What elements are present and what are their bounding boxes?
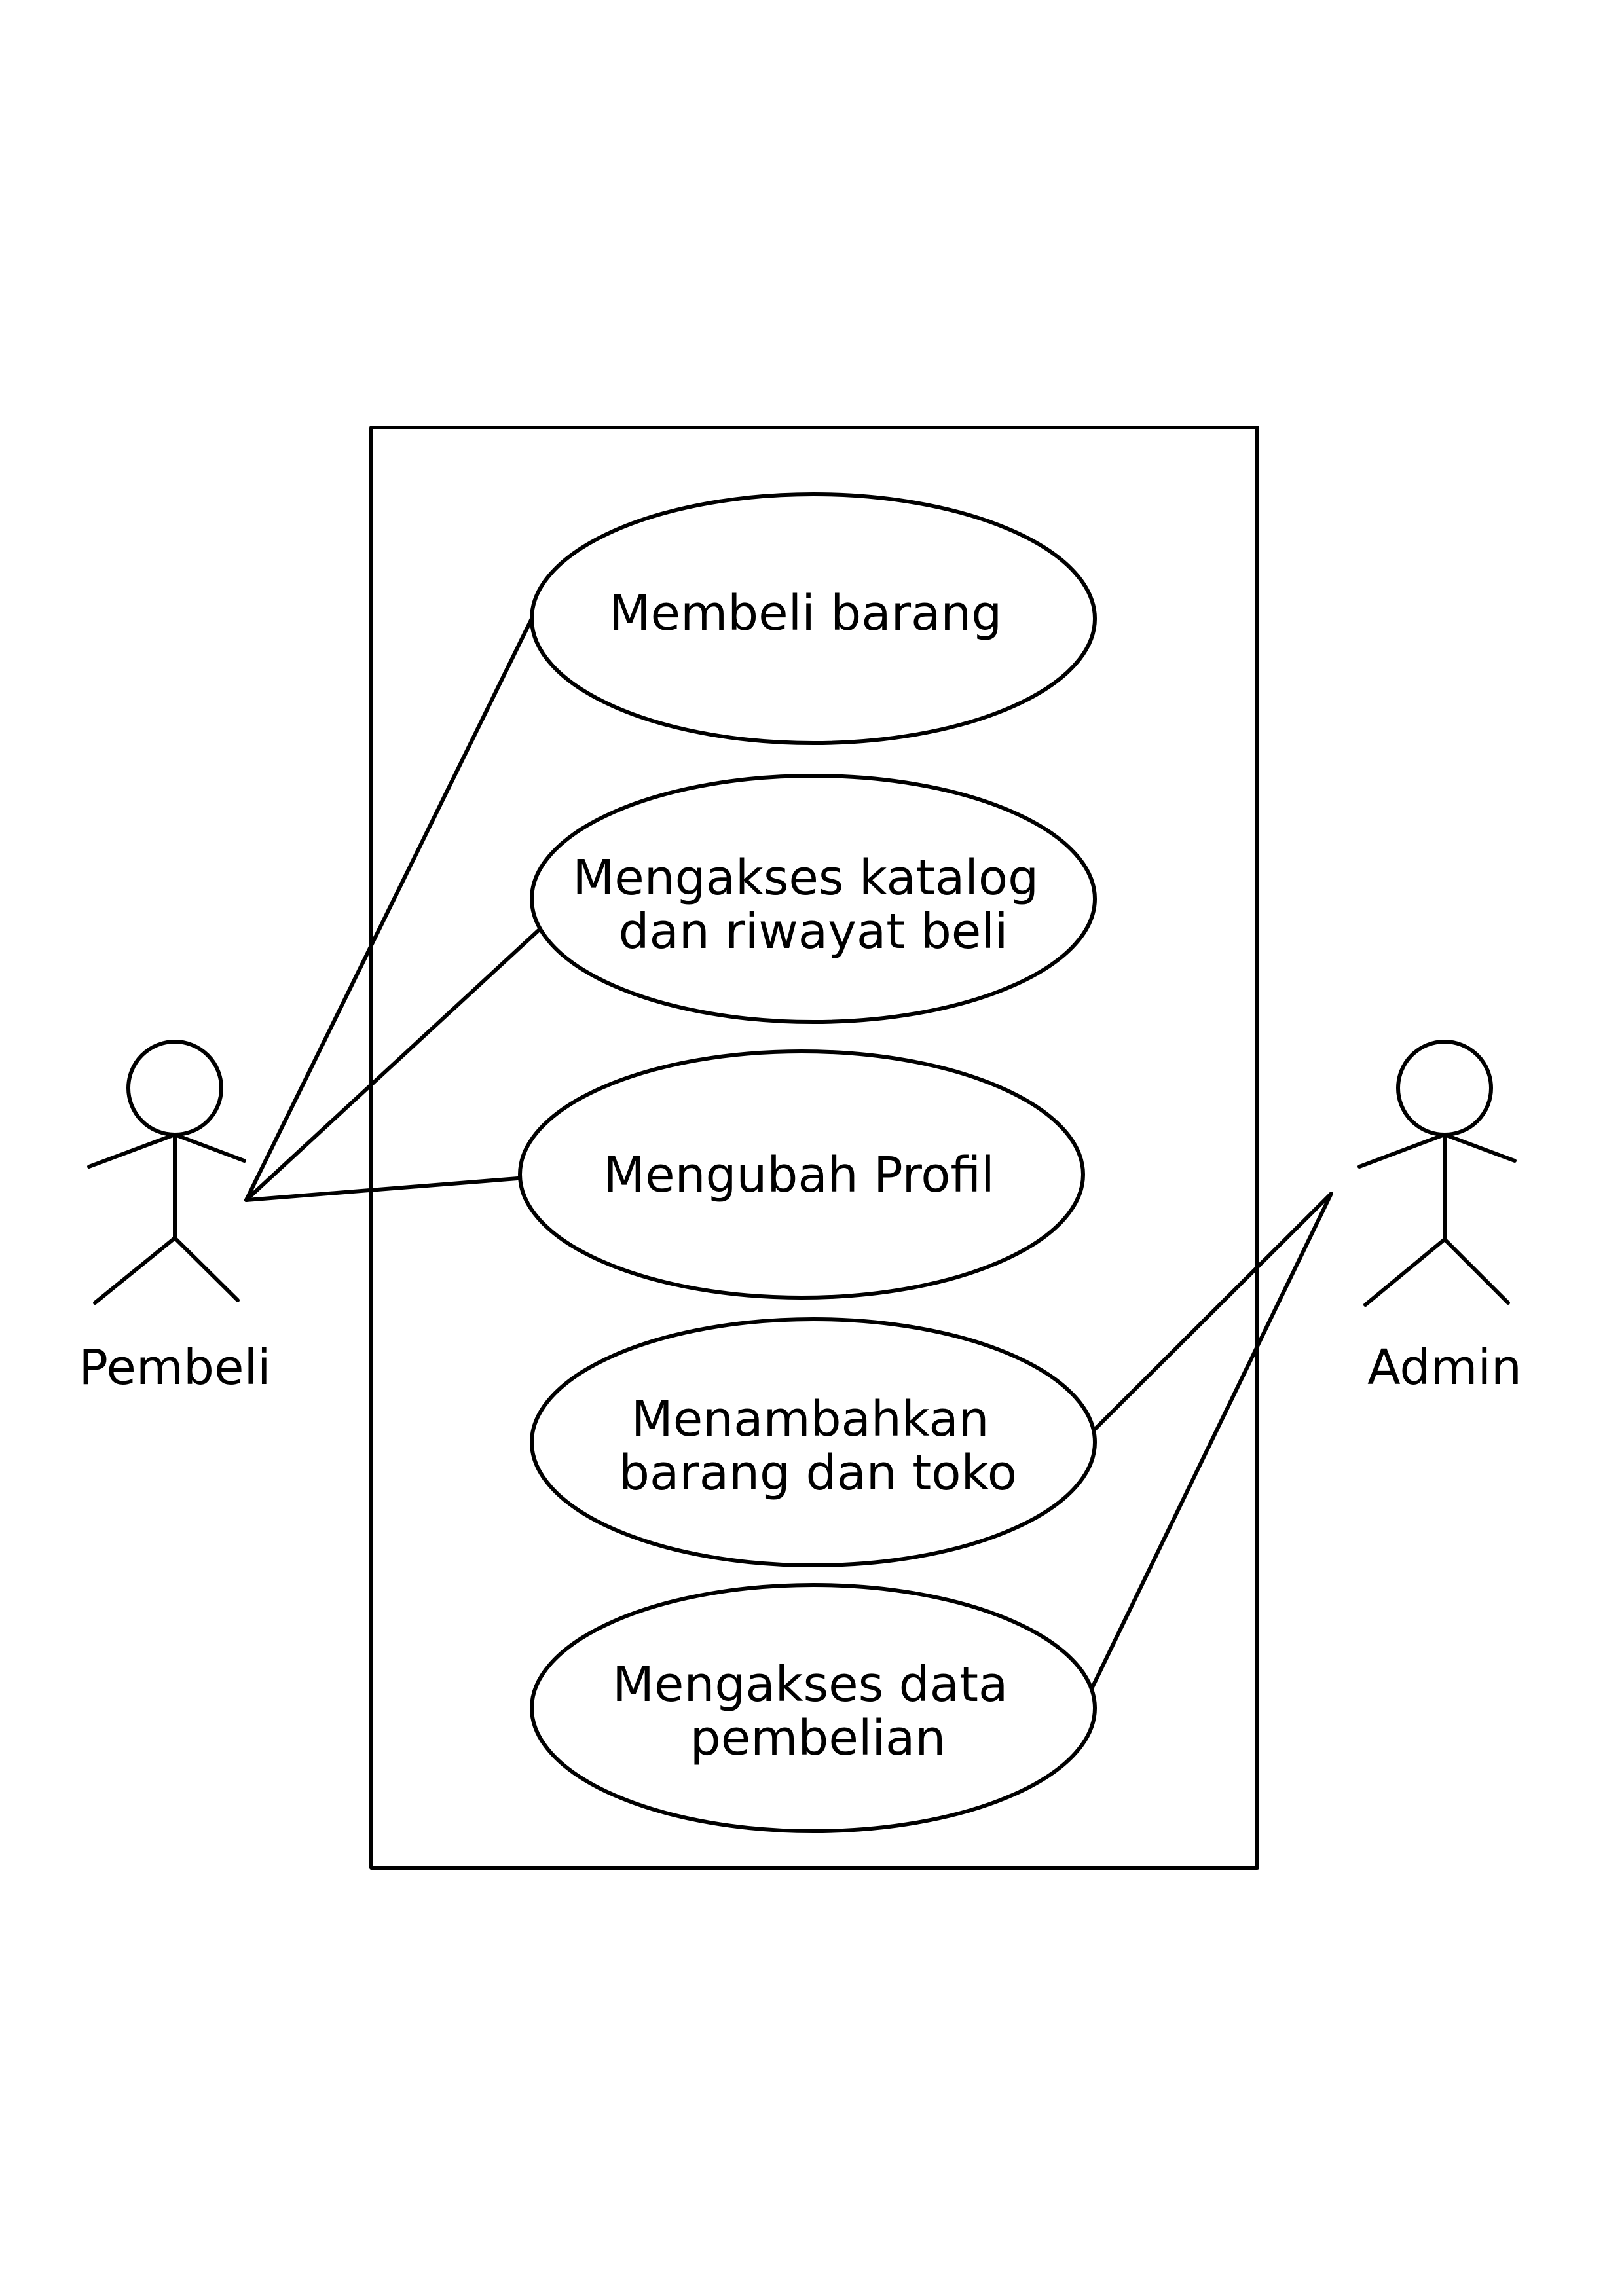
association-pembeli-uc3 <box>244 1176 528 1202</box>
stick-figure-icon <box>1357 1040 1517 1307</box>
use-case-mengakses-data[interactable]: Mengakses data pembelian <box>530 1583 1097 1833</box>
use-case-label-line: Mengakses data <box>612 1656 1008 1713</box>
use-case-label-line: pembelian <box>690 1710 946 1766</box>
use-case-label: Mengakses data pembelian <box>612 1656 1024 1766</box>
use-case-label-line: Menambahkan <box>631 1391 989 1448</box>
use-case-menambahkan-barang[interactable]: Menambahkan barang dan toko <box>530 1317 1097 1567</box>
use-case-label-line: Mengakses katalog <box>572 850 1039 906</box>
use-case-mengubah-profil[interactable]: Mengubah Profil <box>518 1049 1085 1300</box>
actor-pembeli[interactable]: Pembeli <box>79 1040 271 1396</box>
use-case-ellipse <box>530 1317 1097 1567</box>
stick-figure-icon <box>87 1040 246 1305</box>
associations <box>244 617 1333 1700</box>
system-boundary <box>369 426 1259 1870</box>
association-pembeli-uc2 <box>244 924 545 1202</box>
use-case-ellipse <box>530 774 1097 1024</box>
use-case-label-line: Membeli barang <box>609 585 1003 642</box>
use-case-ellipse <box>518 1049 1085 1300</box>
use-case-membeli-barang[interactable]: Membeli barang <box>530 492 1097 745</box>
use-case-label-line: barang dan toko <box>619 1445 1017 1501</box>
use-case-label: Menambahkan barang dan toko <box>619 1391 1017 1501</box>
association-admin-uc5 <box>1085 1192 1333 1700</box>
use-case-label-line: Mengubah Profil <box>603 1147 994 1203</box>
actor-label: Admin <box>1367 1339 1522 1396</box>
use-case-ellipse <box>530 492 1097 745</box>
association-admin-uc4 <box>1091 1192 1333 1433</box>
use-case-label: Mengubah Profil <box>603 1147 994 1203</box>
use-case-mengakses-katalog[interactable]: Mengakses katalog dan riwayat beli <box>530 774 1097 1024</box>
actor-admin[interactable]: Admin <box>1357 1040 1522 1396</box>
use-case-ellipse <box>530 1583 1097 1833</box>
association-pembeli-uc1 <box>244 617 534 1202</box>
use-case-label: Membeli barang <box>609 585 1003 642</box>
use-case-label-line: dan riwayat beli <box>619 903 1008 960</box>
actor-label: Pembeli <box>79 1339 270 1396</box>
use-case-label: Mengakses katalog dan riwayat beli <box>572 850 1054 960</box>
